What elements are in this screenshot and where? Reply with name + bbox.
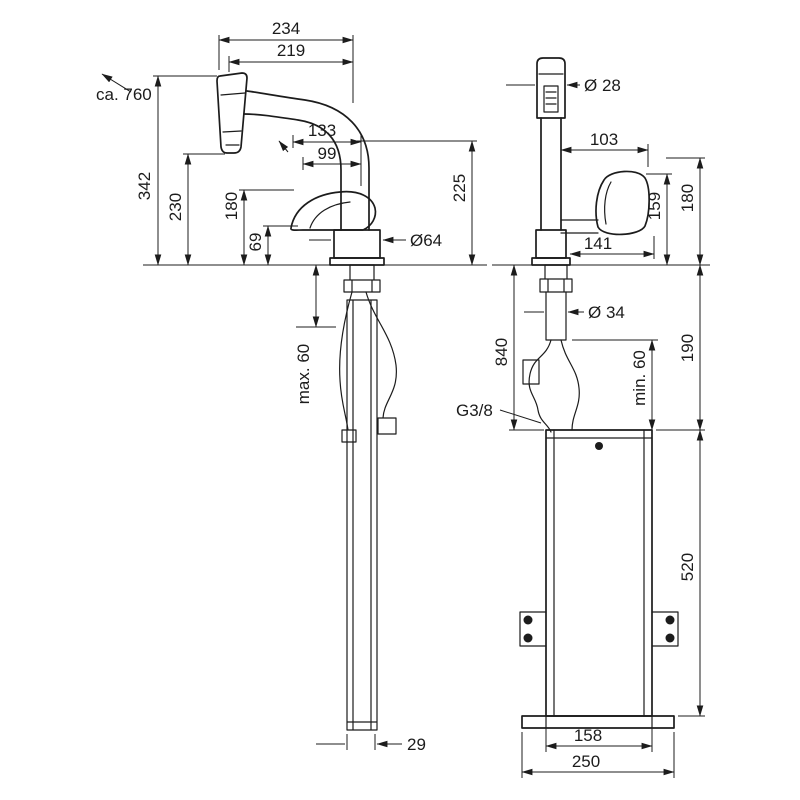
shank-and-nut-side bbox=[343, 264, 381, 293]
dim-29: 29 bbox=[316, 734, 426, 754]
dim-label-180-front: 180 bbox=[678, 184, 697, 212]
dim-label-103: 103 bbox=[590, 130, 618, 149]
base-plate-outline bbox=[521, 715, 675, 729]
angle-indicator-arrow bbox=[278, 140, 289, 153]
dim-ca760: ca. 760 bbox=[96, 73, 152, 104]
handle-front-detail bbox=[604, 181, 612, 225]
dim-min60: min. 60 bbox=[572, 339, 658, 431]
dim-label-99: 99 bbox=[318, 144, 337, 163]
dim-dia28: Ø 28 bbox=[506, 76, 621, 95]
dim-234: 234 bbox=[218, 19, 354, 103]
dim-label-180-side: 180 bbox=[222, 192, 241, 220]
spray-head-front-outline bbox=[536, 57, 566, 119]
shank-tube-front bbox=[545, 291, 567, 341]
dim-label-max60: max. 60 bbox=[294, 344, 313, 404]
hose-front-right bbox=[560, 339, 580, 431]
dim-dia34: Ø 34 bbox=[524, 303, 625, 322]
dim-label-ca760: ca. 760 bbox=[96, 85, 152, 104]
dim-label-159: 159 bbox=[645, 192, 664, 220]
dim-180-side: 180 bbox=[222, 189, 294, 266]
dim-190: 190 bbox=[656, 264, 705, 431]
dim-158: 158 bbox=[545, 720, 653, 752]
dim-label-141: 141 bbox=[584, 234, 612, 253]
dim-180-front: 180 bbox=[666, 157, 705, 266]
dim-342: 342 bbox=[135, 75, 217, 266]
spray-head-detail bbox=[220, 92, 246, 146]
dim-103: 103 bbox=[560, 130, 649, 167]
side-clips bbox=[519, 611, 679, 647]
dim-label-158: 158 bbox=[574, 726, 602, 745]
spout-column-front bbox=[540, 117, 562, 231]
dim-g38: G3/8 bbox=[456, 401, 542, 424]
handle-side-outline bbox=[290, 190, 377, 232]
body-side-outline bbox=[333, 229, 381, 259]
supply-hose-right bbox=[365, 291, 397, 435]
clip-screw-right-bottom bbox=[665, 633, 675, 643]
shank-and-nut-front bbox=[539, 264, 573, 293]
dim-250: 250 bbox=[521, 732, 675, 778]
base-flange-side bbox=[329, 257, 385, 266]
clip-screw-left-bottom bbox=[523, 633, 533, 643]
handle-stem-front bbox=[560, 219, 599, 234]
dim-label-190: 190 bbox=[678, 334, 697, 362]
dim-133: 133 bbox=[292, 121, 362, 186]
dim-label-225: 225 bbox=[450, 174, 469, 202]
dim-label-dia64: Ø64 bbox=[410, 231, 442, 250]
dim-label-840: 840 bbox=[492, 338, 511, 366]
mounting-box-outline bbox=[545, 429, 653, 717]
dim-159: 159 bbox=[645, 173, 672, 266]
body-front-outline bbox=[535, 229, 567, 259]
dim-label-min60: min. 60 bbox=[630, 350, 649, 406]
dim-label-g38: G3/8 bbox=[456, 401, 493, 420]
base-flange-front bbox=[531, 257, 571, 266]
spray-face-detail bbox=[538, 73, 564, 113]
mounting-screw-hole bbox=[595, 442, 603, 450]
pullout-arrow bbox=[101, 73, 132, 93]
dim-99: 99 bbox=[302, 144, 362, 170]
dim-141: 141 bbox=[569, 234, 655, 259]
dim-label-29: 29 bbox=[407, 735, 426, 754]
hose-front-left bbox=[522, 339, 552, 433]
dim-label-dia34: Ø 34 bbox=[588, 303, 625, 322]
dim-label-520: 520 bbox=[678, 553, 697, 581]
dim-520: 520 bbox=[678, 429, 705, 717]
dim-230: 230 bbox=[166, 153, 225, 266]
dim-max60: max. 60 bbox=[294, 264, 336, 404]
front-view: Ø 28 103 141 159 180 bbox=[456, 57, 710, 778]
dim-label-dia28: Ø 28 bbox=[584, 76, 621, 95]
dim-label-250: 250 bbox=[572, 752, 600, 771]
dim-219: 219 bbox=[228, 41, 354, 72]
dim-225: 225 bbox=[357, 140, 477, 266]
spray-head-outline bbox=[216, 72, 248, 154]
dim-label-234: 234 bbox=[272, 19, 300, 38]
dim-69: 69 bbox=[246, 225, 298, 266]
handle-side-detail bbox=[309, 201, 351, 229]
dim-label-69: 69 bbox=[246, 233, 265, 252]
dim-dia64: Ø64 bbox=[309, 231, 442, 250]
dim-840: 840 bbox=[492, 264, 544, 431]
side-view: 234 219 ca. 760 342 230 180 bbox=[96, 19, 487, 754]
dim-label-219: 219 bbox=[277, 41, 305, 60]
ext-lines-29 bbox=[346, 734, 376, 750]
clip-screw-right-top bbox=[665, 615, 675, 625]
spout-inner-edge bbox=[243, 113, 342, 231]
mounting-box-inner-walls bbox=[545, 429, 653, 717]
dim-label-230: 230 bbox=[166, 193, 185, 221]
dim-label-342: 342 bbox=[135, 172, 154, 200]
supply-hose-left bbox=[339, 291, 357, 443]
clip-screw-left-top bbox=[523, 615, 533, 625]
leader-g38 bbox=[499, 409, 542, 424]
handle-front-outline bbox=[595, 170, 650, 236]
dim-label-133: 133 bbox=[308, 121, 336, 140]
spout-outer-edge bbox=[246, 90, 370, 231]
pullout-hose-guide-tube bbox=[346, 299, 378, 731]
